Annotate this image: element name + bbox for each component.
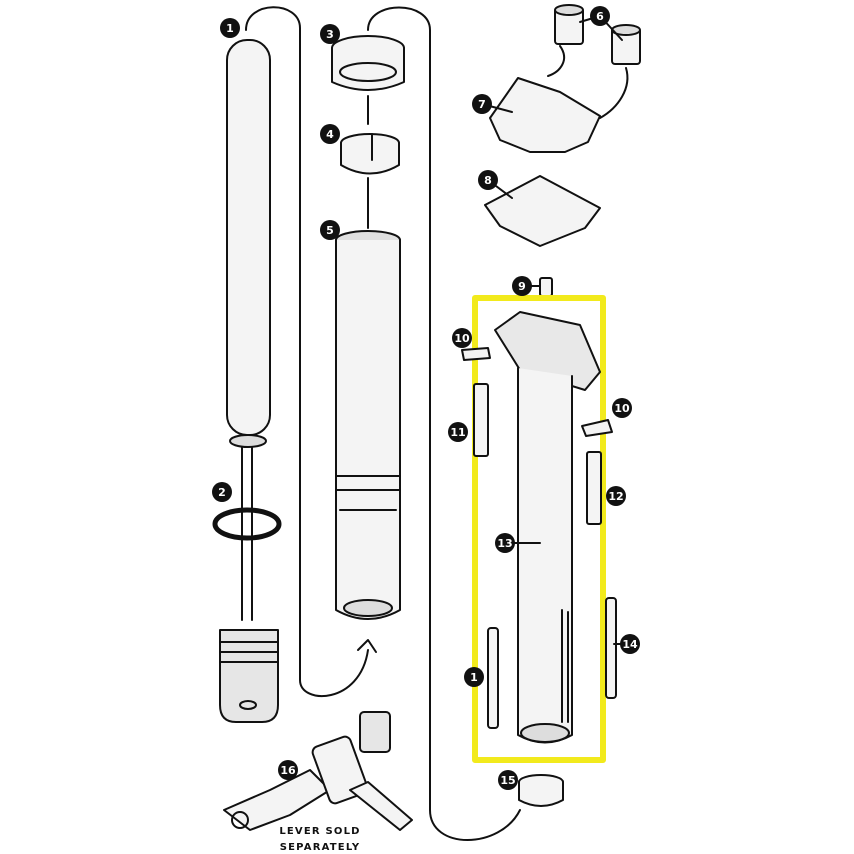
svg-text:1: 1 — [470, 671, 478, 684]
callout-marker: 11 — [448, 422, 468, 442]
part-14-right-key — [605, 597, 617, 699]
caption-line-1: LEVER SOLD — [279, 826, 360, 837]
svg-text:16: 16 — [280, 764, 296, 777]
svg-text:11: 11 — [450, 426, 465, 439]
svg-text:1: 1 — [226, 22, 234, 35]
svg-text:14: 14 — [622, 638, 638, 651]
part-12-right-pin — [586, 451, 602, 525]
part-1-damper-cartridge — [219, 39, 279, 723]
callout-marker: 13 — [495, 533, 515, 553]
callout-marker: 10 — [452, 328, 472, 348]
svg-text:10: 10 — [614, 402, 630, 415]
highlight-box — [472, 295, 606, 763]
part-7-upper-clamp — [489, 77, 601, 153]
connector-arrowhead — [357, 639, 377, 653]
callout-marker: 5 — [320, 220, 340, 240]
part-5-lower-tube — [335, 230, 401, 620]
callout-marker: 6 — [590, 6, 610, 26]
svg-text:5: 5 — [326, 224, 334, 237]
callout-marker: 12 — [606, 486, 626, 506]
part-8-lower-clamp — [484, 175, 601, 247]
part-16-remote-lever — [223, 711, 413, 831]
callout-marker: 2 — [212, 482, 232, 502]
callout-marker: 4 — [320, 124, 340, 144]
svg-text:7: 7 — [478, 98, 486, 111]
callout-marker: 15 — [498, 770, 518, 790]
svg-text:12: 12 — [608, 490, 623, 503]
part-4-bushing — [340, 133, 400, 175]
part-10-right-clip — [581, 419, 613, 437]
callout-marker: 3 — [320, 24, 340, 44]
svg-text:9: 9 — [518, 280, 526, 293]
callout-marker: 1 — [464, 667, 484, 687]
svg-text:10: 10 — [454, 332, 470, 345]
svg-text:15: 15 — [500, 774, 515, 787]
part-11-left-pin — [473, 383, 489, 457]
part-10-left-clip — [461, 347, 491, 361]
svg-text:2: 2 — [218, 486, 226, 499]
callout-marker: 10 — [612, 398, 632, 418]
svg-text:8: 8 — [484, 174, 492, 187]
callout-marker: 7 — [472, 94, 492, 114]
callout-marker: 14 — [620, 634, 640, 654]
part-1b-left-key — [487, 627, 499, 729]
caption-line-2: SEPARATELY — [280, 842, 361, 853]
svg-text:3: 3 — [326, 28, 334, 41]
callout-marker: 8 — [478, 170, 498, 190]
callout-marker: 16 — [278, 760, 298, 780]
part-2-o-ring — [212, 507, 282, 541]
connector-line-3 — [367, 6, 521, 841]
connector-line-1 — [245, 6, 369, 698]
part-9-small-bolt — [539, 277, 553, 297]
svg-text:6: 6 — [596, 10, 604, 23]
svg-text:4: 4 — [326, 128, 334, 141]
part-13-stanchion — [494, 311, 601, 744]
callout-marker: 9 — [512, 276, 532, 296]
part-3-top-cap — [331, 35, 405, 91]
svg-text:13: 13 — [497, 537, 512, 550]
part-15-collar — [518, 774, 564, 807]
callout-marker: 1 — [220, 18, 240, 38]
